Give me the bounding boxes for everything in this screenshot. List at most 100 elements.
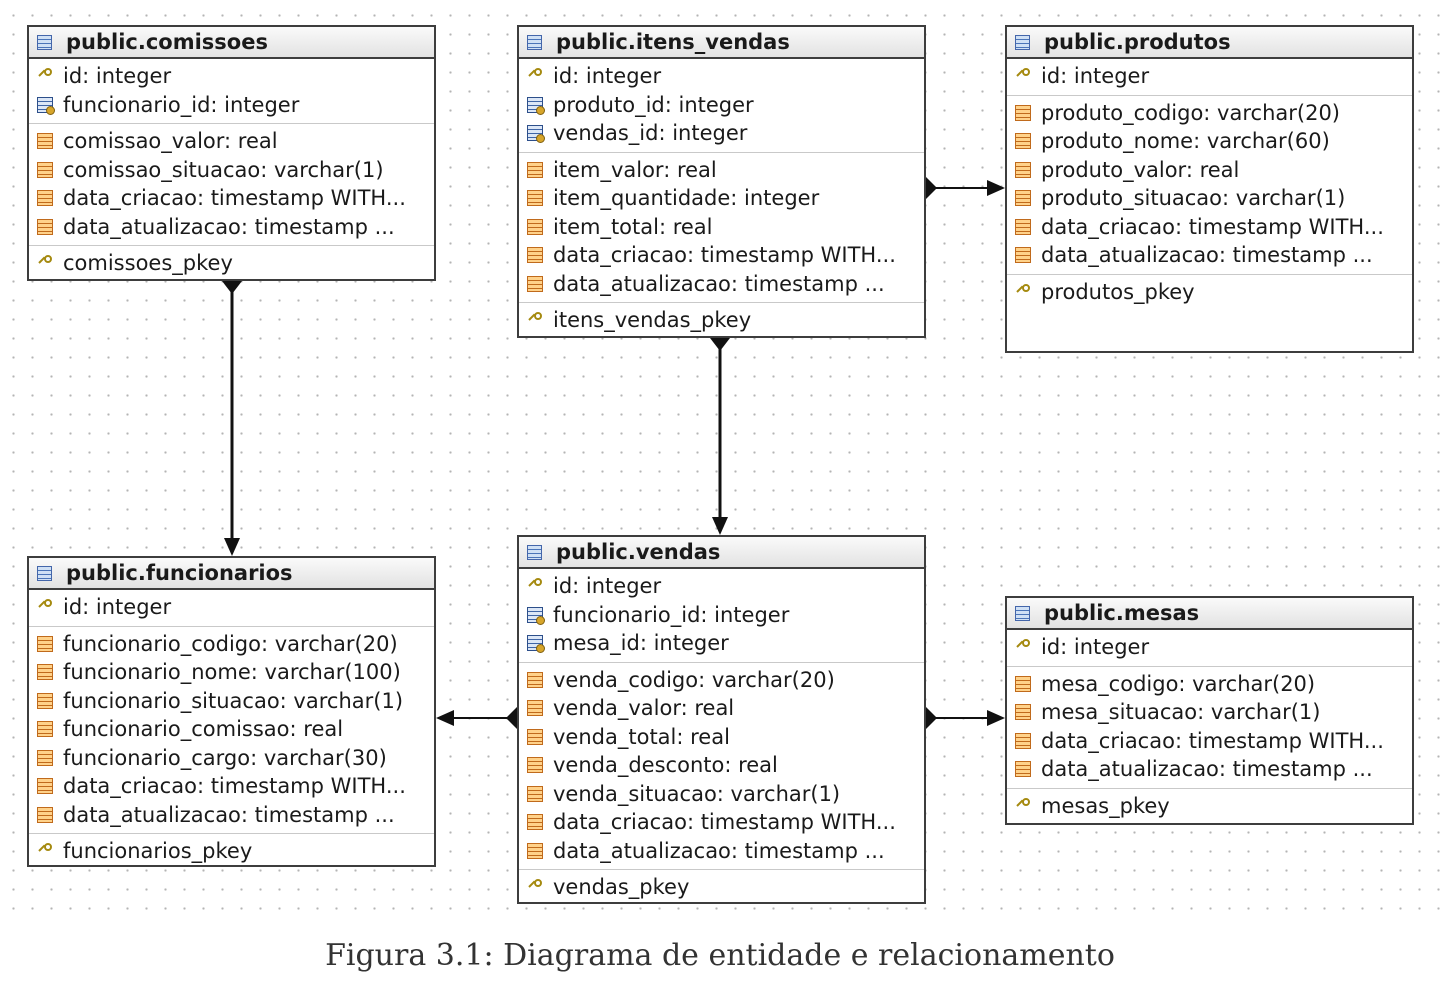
relation-vendas-mesas [926,707,1005,729]
column-icon [527,190,543,207]
column-icon [37,778,53,795]
key-icon [527,879,543,895]
field-name: item_total: real [553,214,713,239]
field-row: produto_nome: varchar(60) [1007,127,1412,156]
relation-origin-marker [710,338,730,351]
key-section: id: integer produto_id: integer vendas_i… [519,59,924,153]
primary-key-icon [37,599,53,615]
field-row: funcionario_comissao: real [29,715,434,744]
table-icon [1015,34,1030,50]
column-icon [527,218,543,235]
column-section: mesa_codigo: varchar(20) mesa_situacao: … [1007,667,1412,789]
table-icon [527,34,542,50]
relation-arrowhead [712,517,728,535]
column-icon [1015,133,1031,150]
pkey-name: mesas_pkey [1041,793,1170,818]
field-name: funcionario_cargo: varchar(30) [63,745,387,770]
column-icon [1015,161,1031,178]
field-name: data_criacao: timestamp WITH... [63,186,406,211]
pkey-name: produtos_pkey [1041,279,1195,304]
table-vendas[interactable]: public.vendas id: integer funcionario_id… [517,535,926,904]
field-name: id: integer [1041,64,1150,89]
field-name: funcionario_nome: varchar(100) [63,660,401,685]
column-icon [1015,190,1031,207]
relation-origin-marker [222,281,242,294]
pkey-row: itens_vendas_pkey [519,306,924,335]
field-name: venda_valor: real [553,696,735,721]
field-name: mesa_codigo: varchar(20) [1041,671,1316,696]
field-name: id: integer [553,64,662,89]
field-row: data_atualizacao: timestamp ... [29,801,434,830]
pkey-section: vendas_pkey [519,870,924,906]
field-row: data_criacao: timestamp WITH... [1007,727,1412,756]
table-produtos[interactable]: public.produtos id: integer produto_codi… [1005,25,1414,353]
table-icon [37,565,52,581]
column-icon [527,700,543,717]
key-icon [37,255,53,271]
field-row: funcionario_cargo: varchar(30) [29,744,434,773]
field-row: funcionario_situacao: varchar(1) [29,687,434,716]
field-row: produto_valor: real [1007,156,1412,185]
field-row: data_criacao: timestamp WITH... [1007,213,1412,242]
column-section: venda_codigo: varchar(20) venda_valor: r… [519,663,924,870]
field-row: funcionario_id: integer [29,91,434,120]
field-name: item_quantidade: integer [553,186,820,211]
relation-vendas-funcionarios [436,707,517,729]
table-itens-vendas[interactable]: public.itens_vendas id: integer produto_… [517,25,926,338]
field-name: funcionario_id: integer [63,92,300,117]
pkey-name: itens_vendas_pkey [553,308,752,333]
field-row: venda_total: real [519,723,924,752]
pkey-name: comissoes_pkey [63,251,233,276]
relation-itens-vendas-produtos [926,177,1005,199]
column-icon [37,749,53,766]
field-row: venda_valor: real [519,694,924,723]
table-header: public.produtos [1007,27,1412,59]
primary-key-icon [1015,68,1031,84]
key-section: id: integer [1007,630,1412,667]
field-row: item_valor: real [519,156,924,185]
column-icon [1015,247,1031,264]
column-icon [527,814,543,831]
column-icon [527,275,543,292]
table-title: public.vendas [556,540,721,564]
field-name: funcionario_comissao: real [63,717,344,742]
table-title: public.mesas [1044,601,1200,625]
field-name: data_criacao: timestamp WITH... [1041,214,1384,239]
table-icon [527,544,542,560]
relationship-lines [222,177,1005,729]
field-name: funcionario_situacao: varchar(1) [63,688,404,713]
column-icon [37,692,53,709]
field-name: id: integer [553,574,662,599]
table-mesas[interactable]: public.mesas id: integer mesa_codigo: va… [1005,596,1414,825]
column-icon [527,757,543,774]
table-header: public.vendas [519,537,924,569]
field-row: data_atualizacao: timestamp ... [29,213,434,242]
table-title: public.produtos [1044,30,1231,54]
table-funcionarios[interactable]: public.funcionarios id: integer funciona… [27,556,436,867]
field-name: venda_desconto: real [553,753,778,778]
relation-arrowhead [987,710,1005,726]
table-header: public.itens_vendas [519,27,924,59]
field-name: data_atualizacao: timestamp ... [1041,757,1373,782]
foreign-key-icon [527,96,545,115]
field-row: produto_situacao: varchar(1) [1007,184,1412,213]
field-row: data_criacao: timestamp WITH... [29,184,434,213]
key-section: id: integer funcionario_id: integer mesa… [519,569,924,663]
field-name: funcionario_codigo: varchar(20) [63,631,398,656]
column-icon [37,664,53,681]
field-name: item_valor: real [553,157,717,182]
field-name: data_criacao: timestamp WITH... [1041,728,1384,753]
column-section: comissao_valor: real comissao_situacao: … [29,124,434,246]
table-header: public.comissoes [29,27,434,59]
field-name: produto_nome: varchar(60) [1041,129,1330,154]
foreign-key-icon [527,606,545,625]
table-comissoes[interactable]: public.comissoes id: integer funcionario… [27,25,436,281]
column-icon [527,842,543,859]
foreign-key-icon [527,125,545,144]
field-row: vendas_id: integer [519,119,924,148]
key-section: id: integer [29,590,434,627]
field-name: produto_valor: real [1041,157,1240,182]
table-header: public.funcionarios [29,558,434,590]
pkey-section: mesas_pkey [1007,789,1412,825]
field-row: item_total: real [519,213,924,242]
